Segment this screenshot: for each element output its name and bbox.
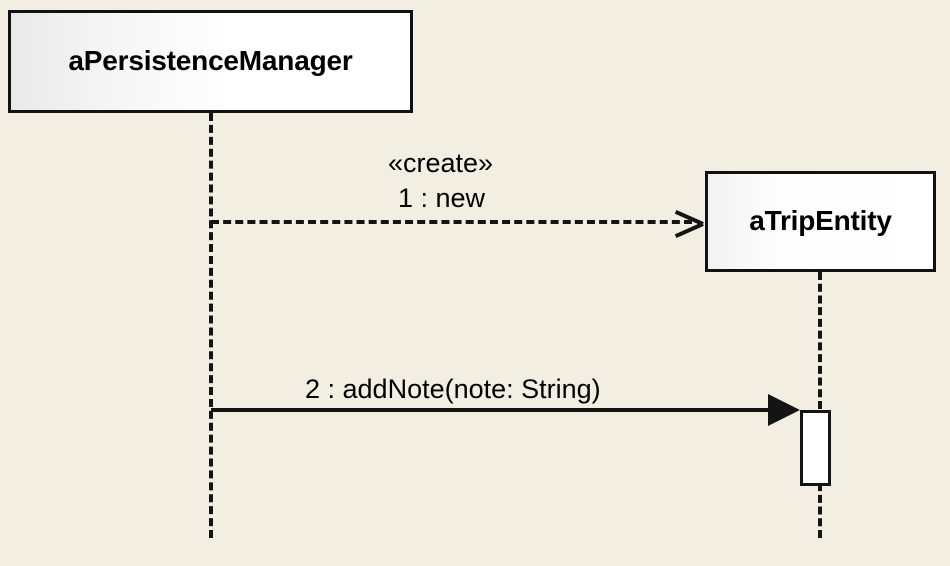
message-line-create[interactable] — [211, 220, 692, 224]
lifeline-box-trip-entity[interactable]: aTripEntity — [705, 171, 936, 272]
lifeline-box-persistence-manager[interactable]: aPersistenceManager — [8, 10, 413, 113]
message-line-addnote[interactable] — [211, 408, 789, 412]
lifeline-label-persistence-manager: aPersistenceManager — [68, 45, 353, 77]
activation-bar-trip-entity[interactable] — [800, 410, 831, 486]
lifeline-label-trip-entity: aTripEntity — [749, 205, 892, 237]
filled-arrowhead-icon-addnote — [768, 394, 800, 426]
message-label-addnote: 2 : addNote(note: String) — [305, 374, 601, 404]
message-stereotype-create: «create» — [388, 148, 494, 178]
lifeline-dashes-trip-entity — [818, 272, 822, 538]
lifeline-dashes-persistence-manager — [209, 113, 213, 538]
message-label-create: 1 : new — [398, 183, 486, 213]
